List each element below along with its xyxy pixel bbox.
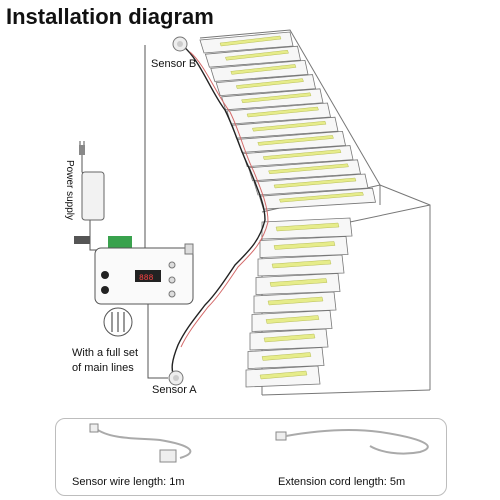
sensor-wire-caption: Sensor wire length: 1m [72,476,185,488]
led-strip [219,35,282,47]
led-strip [262,149,342,160]
main-lines-icon [103,307,133,337]
sensor-a-icon [168,370,184,386]
page-title: Installation diagram [6,4,214,29]
main-wire-black [171,45,266,379]
led-strip [265,315,320,324]
connector-icon [74,236,90,244]
led-strip [241,92,312,104]
led-strip [225,49,289,61]
sensor-b-icon [172,36,188,52]
accessories-box [55,418,447,496]
power-plug-icon [79,141,85,155]
sensor-a-line [147,300,168,379]
led-strip [275,222,340,232]
sensor-b-label: Sensor B [151,58,197,70]
controller-icon: 888 [94,236,194,305]
power-supply-icon [81,171,105,221]
led-strip [273,177,357,189]
lower-flight-steps [245,217,353,388]
led-strip [246,106,319,118]
power-supply-label: Power supply [64,160,75,221]
main-wire-red [180,51,269,348]
led-strip [252,120,327,132]
sensor-wire-icon [89,423,192,463]
led-strip [263,333,316,343]
led-strip [271,259,332,269]
svg-text:888: 888 [139,274,154,283]
led-strip [279,191,364,203]
led-strip [269,278,328,287]
upper-flight-steps [199,31,376,210]
extension-cord-icon [275,428,429,455]
main-lines-label-1: With a full set [72,347,139,359]
led-strip [261,352,312,361]
led-strip [267,296,324,306]
main-lines-label-2: of main lines [72,362,134,374]
extension-cord-caption: Extension cord length: 5m [278,476,406,488]
sensor-a-label: Sensor A [152,384,197,396]
led-strip [230,64,297,75]
led-strip [268,163,349,175]
led-strip [273,241,336,250]
led-strip [259,370,308,380]
led-strip [257,135,334,146]
led-strip [235,78,304,89]
